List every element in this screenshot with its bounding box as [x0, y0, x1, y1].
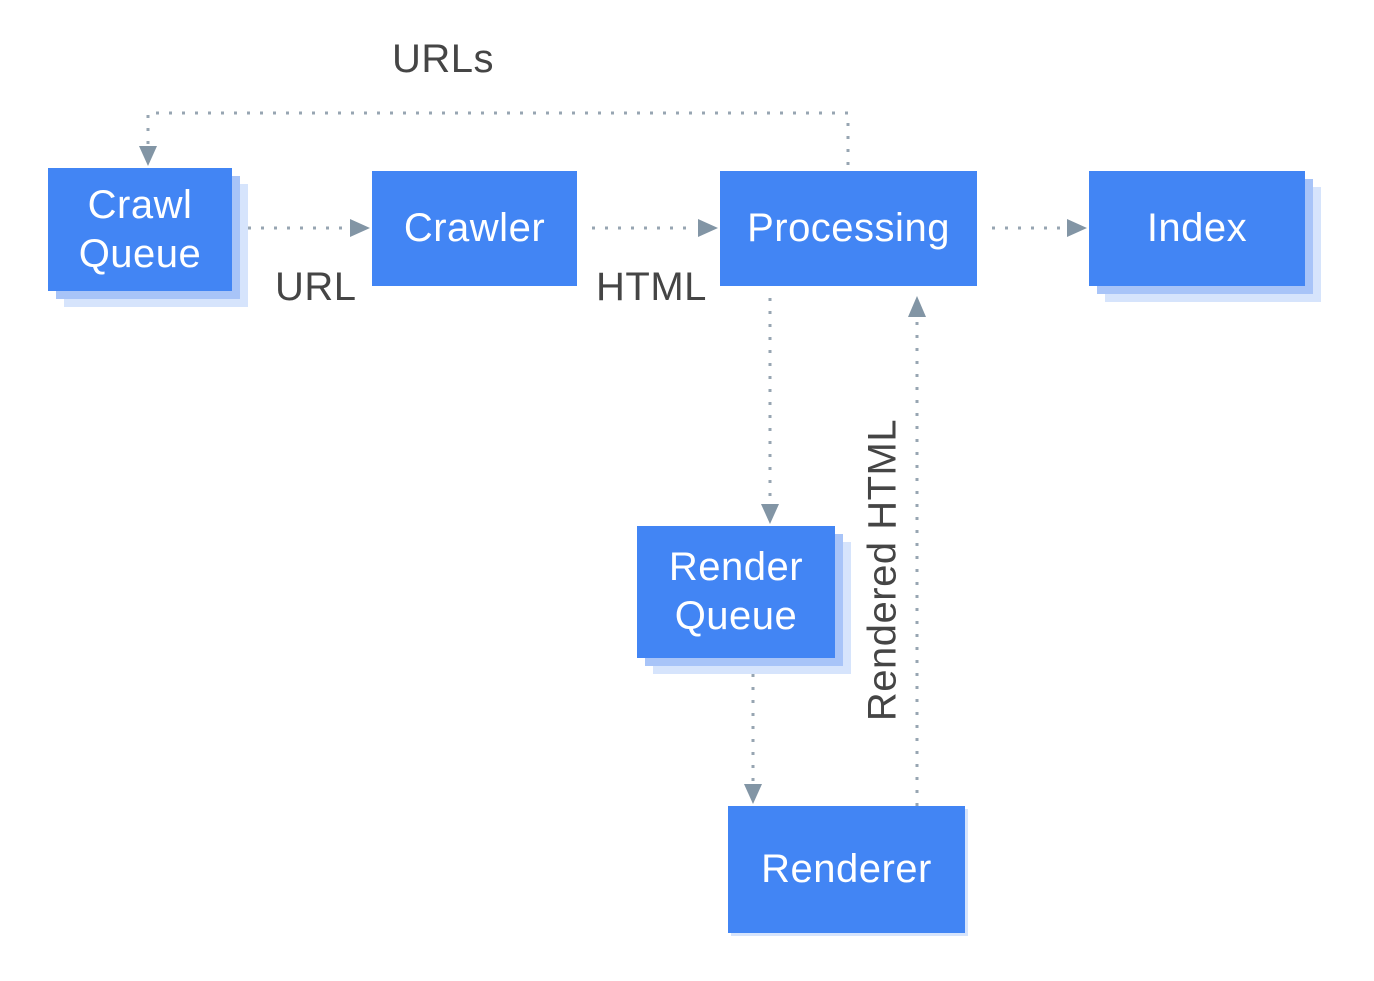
node-crawler-label: Crawler [403, 206, 546, 250]
node-renderer-label: Renderer [761, 847, 932, 891]
node-crawl-queue-label-line2: Queue [78, 231, 202, 276]
arrowhead-into-processing-bottom [908, 296, 926, 317]
arrowhead-into-processing-left [698, 219, 718, 237]
node-index: Index [1089, 171, 1305, 286]
edge-label-urls: URLs [392, 37, 495, 81]
node-renderer: Renderer [728, 806, 965, 933]
arrowhead-into-crawler [350, 219, 370, 237]
arrowhead-into-index [1067, 219, 1087, 237]
node-render-queue: Render Queue [637, 526, 835, 658]
edge-processing-to-crawlqueue-loop [146, 111, 850, 168]
edge-label-rendered-html: Rendered HTML [860, 418, 905, 722]
arrowhead-into-crawl-queue [139, 146, 157, 166]
arrowhead-into-render-queue [761, 504, 779, 524]
node-render-queue-label-line1: Render [668, 545, 804, 589]
node-crawl-queue: Crawl Queue [48, 168, 232, 291]
node-crawler: Crawler [372, 171, 577, 286]
node-index-label: Index [1146, 206, 1248, 250]
node-processing-label: Processing [747, 206, 950, 250]
arrowhead-into-renderer [744, 784, 762, 804]
node-processing: Processing [720, 171, 977, 286]
node-crawl-queue-label-line1: Crawl [87, 182, 193, 227]
edge-label-html: HTML [596, 265, 707, 309]
edge-label-url: URL [275, 265, 357, 309]
node-render-queue-label-line2: Queue [674, 594, 798, 638]
